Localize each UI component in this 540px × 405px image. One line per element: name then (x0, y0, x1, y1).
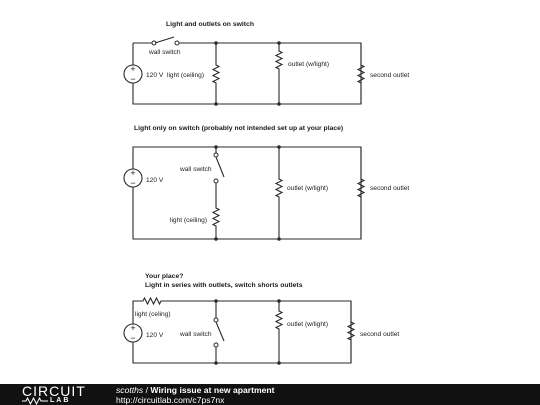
circuit-3-outlet-1 (274, 301, 284, 363)
circuit-2-source-label: 120 V (146, 177, 164, 184)
junction-dot (277, 102, 281, 106)
logo-text-bottom: LAB (50, 397, 71, 404)
circuit-3-outlet-1-label: outlet (w/light) (287, 321, 328, 328)
circuit-1-switch-label: wall switch (148, 49, 181, 56)
circuit-2: Light only on switch (probably not inten… (123, 125, 409, 241)
circuit-2-outlet-2 (356, 147, 366, 239)
circuit-3-voltage-source: + − (123, 323, 143, 343)
svg-text:+: + (130, 323, 135, 333)
circuit-3-outlet-2 (346, 301, 356, 363)
junction-dot (277, 145, 281, 149)
junction-dot (214, 237, 218, 241)
junction-dot (214, 41, 218, 45)
circuit-2-outlet-2-label: second outlet (370, 185, 409, 192)
junction-dot (214, 361, 218, 365)
junction-dot (214, 102, 218, 106)
circuit-title[interactable]: Wiring issue at new apartment (150, 385, 275, 395)
circuitlab-logo: CIRCUIT LAB (22, 383, 110, 405)
junction-dot (277, 299, 281, 303)
circuit-1-outlet-1-label: outlet (w/light) (288, 61, 329, 68)
svg-text:−: − (130, 178, 135, 188)
circuit-url[interactable]: http://circuitlab.com/c7ps7nx (116, 395, 225, 405)
circuit-3-title-line-2: Light in series with outlets, switch sho… (145, 282, 303, 289)
circuit-2-wires (132, 146, 362, 240)
junction-dot (214, 145, 218, 149)
circuit-1-voltage-source: + − (123, 64, 143, 84)
svg-text:−: − (130, 74, 135, 84)
circuit-3-wires (132, 296, 352, 364)
circuit-2-light-resistor (211, 183, 221, 239)
schematic-canvas: Light and outlets on switch wall switch … (123, 21, 409, 365)
junction-dot (214, 299, 218, 303)
svg-text:+: + (130, 64, 135, 74)
circuit-2-wall-switch (213, 152, 225, 184)
circuit-3-light-label: light (celing) (135, 311, 171, 318)
circuit-1-source-label: 120 V (146, 72, 164, 79)
circuit-2-switch-label: wall switch (179, 166, 212, 173)
circuit-1-wall-switch (151, 36, 180, 46)
circuit-2-outlet-1 (274, 147, 284, 239)
circuit-2-voltage-source: + − (123, 168, 143, 188)
circuit-2-outlet-1-label: outlet (w/light) (287, 185, 328, 192)
resistor-icon (22, 397, 48, 405)
circuit-1-outlet-1 (274, 43, 284, 104)
circuit-3-wall-switch (213, 317, 225, 348)
footer-info: scotths / Wiring issue at new apartment … (116, 385, 275, 405)
svg-text:−: − (130, 333, 135, 343)
junction-dot (277, 41, 281, 45)
circuit-3-outlet-2-label: second outlet (360, 331, 399, 338)
footer-bar: CIRCUIT LAB scotths / Wiring issue at ne… (0, 384, 540, 405)
circuit-1: Light and outlets on switch wall switch … (123, 21, 409, 106)
circuit-1-light-label: light (ceiling) (167, 72, 204, 79)
logo-text-top: CIRCUIT (22, 383, 86, 399)
circuit-2-light-label: light (ceiling) (170, 217, 207, 224)
circuit-1-title: Light and outlets on switch (166, 21, 254, 28)
circuit-3-title-line-1: Your place? (145, 273, 183, 280)
circuit-3: Your place? Light in series with outlets… (123, 273, 399, 365)
author-name[interactable]: scotths (116, 385, 144, 395)
title-separator: / (143, 385, 151, 395)
circuit-1-light-resistor (211, 43, 221, 104)
circuit-1-outlet-2 (356, 43, 366, 104)
junction-dot (277, 237, 281, 241)
svg-text:+: + (130, 168, 135, 178)
circuit-1-outlet-2-label: second outlet (370, 72, 409, 79)
junction-dot (277, 361, 281, 365)
circuit-2-title: Light only on switch (probably not inten… (134, 125, 343, 132)
circuit-3-switch-label: wall switch (179, 331, 212, 338)
circuit-3-source-label: 120 V (146, 332, 164, 339)
